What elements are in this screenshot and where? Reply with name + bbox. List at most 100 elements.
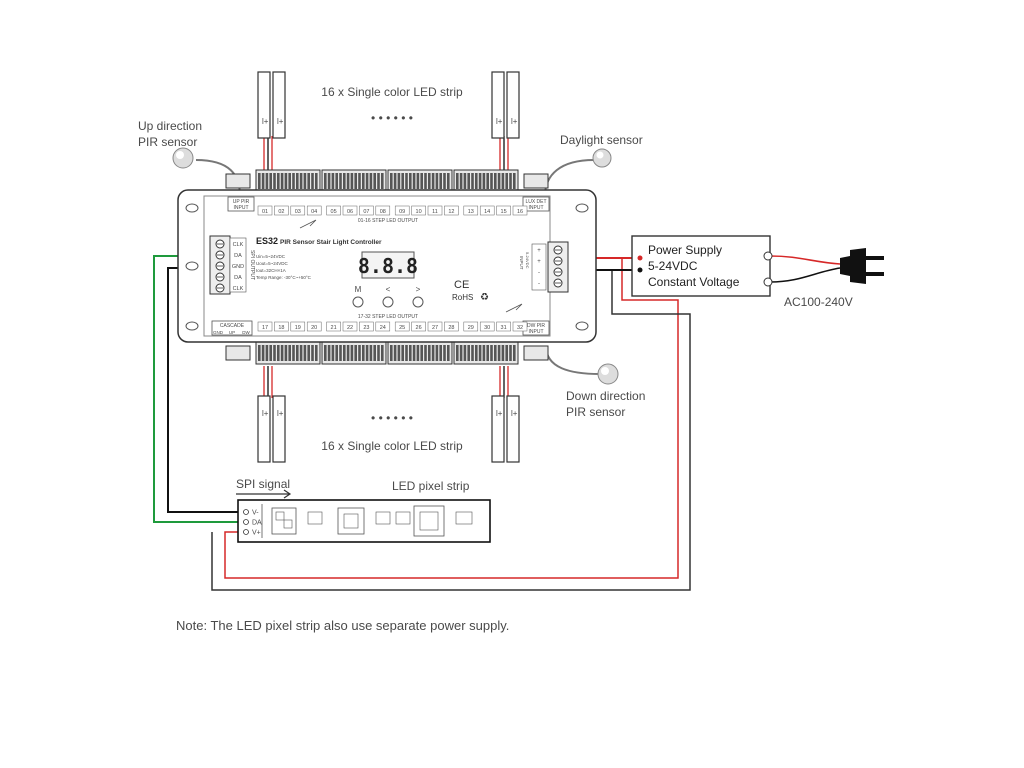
note-text: Note: The LED pixel strip also use separ… [176,618,509,633]
ps-line-3: Constant Voltage [648,275,740,289]
terminal-pin [350,345,354,361]
terminal-pin [288,345,291,361]
terminal-pin [369,345,373,361]
down-pir-label-2: PIR sensor [566,405,625,419]
up-pir-label-2: PIR sensor [138,135,197,149]
channel-label: 23 [363,325,369,331]
svg-text:UP PIR: UP PIR [233,199,250,205]
channel-label: 08 [380,209,386,215]
channel-box [257,205,273,216]
terminal-pin [463,173,467,189]
rohs-mark: RoHS [452,293,473,302]
channel-label: 10 [416,209,422,215]
sensor-connector [225,345,251,361]
terminal-pin [277,345,280,361]
up-pir-input-port: UP PIR INPUT [227,196,255,212]
terminal-pin [343,173,346,189]
terminal-pin [447,345,450,361]
channel-label: 20 [311,325,317,331]
terminal-pin [420,345,423,361]
channel-box [463,205,479,216]
button-m[interactable] [352,296,364,308]
terminal-pin [265,345,269,361]
svg-text:l+: l+ [496,117,503,126]
button-left[interactable] [382,296,394,308]
channel-label: 02 [278,209,284,215]
terminal-pin [463,345,467,361]
down-pir-cable [545,345,601,375]
terminal-pin [343,345,346,361]
svg-text:DW PIR: DW PIR [527,323,545,329]
terminal-pin [459,345,463,361]
ps-line-2: 5-24VDC [648,259,698,273]
terminal-pin [369,173,373,189]
ps-line-1: Power Supply [648,243,722,257]
channel-label: 11 [432,209,438,215]
terminal-pin [307,173,310,189]
bottom-strip-label: 16 x Single color LED strip [321,439,463,453]
terminal-pin [405,345,408,361]
terminal-pin [405,173,408,189]
channel-box [342,321,358,332]
terminal-pin [397,345,401,361]
spi-output-label: SPI OUTPUT [249,250,255,280]
svg-text:CASCADE: CASCADE [220,323,245,329]
svg-text:UP: UP [229,330,235,335]
channel-label: 07 [363,209,369,215]
terminal-pin [401,345,404,361]
svg-text:l+: l+ [277,117,284,126]
terminal-pin [296,345,299,361]
pixel-pin-dot [243,529,249,535]
terminal-pin [431,173,435,189]
pixel-pin-label: DA [252,520,262,527]
ac-label: AC100-240V [784,295,853,309]
terminal-pin [273,345,276,361]
terminal-pin [478,345,482,361]
channel-box [326,205,341,216]
terminal-pin [269,345,272,361]
led-pixel-strip-label: LED pixel strip [392,479,470,493]
down-pir-label-1: Down direction [566,389,645,403]
channel-label: 19 [295,325,301,331]
svg-text:l+: l+ [496,409,503,418]
terminal-pin [358,173,361,189]
bottom-strip-dots: • • • • • • [371,411,413,425]
terminal-pin [381,173,384,189]
terminal-pin [327,173,331,189]
terminal-pin [315,345,318,361]
channel-box [306,321,322,332]
button-right[interactable] [412,296,424,308]
channel-box [444,321,459,332]
button-left-label: < [386,285,391,294]
up-pir-sensor [172,147,194,169]
svg-text:INPUT: INPUT [234,205,249,211]
terminal-pin [428,173,431,189]
spi-pin-label: CLK [233,242,244,248]
pixel-pin-dot [243,509,249,515]
terminal-pin [501,173,505,189]
channel-label: 30 [484,325,490,331]
controller-name: PIR Sensor Stair Light Controller [280,239,382,246]
channel-box [394,205,410,216]
terminal-pin [443,345,446,361]
svg-text:INPUT: INPUT [529,329,544,335]
channel-box [306,205,322,216]
terminal-pin [296,173,299,189]
ps-out-minus [637,267,643,273]
terminal-pin [269,173,272,189]
channel-label: 15 [501,209,507,215]
channel-box [274,205,289,216]
channel-box [512,205,528,216]
svg-text:l+: l+ [277,409,284,418]
channel-box [479,205,495,216]
channel-label: 01 [262,209,268,215]
sensor-connector [225,173,251,189]
pixel-pin-label: V- [252,510,259,517]
pixel-return-wire [211,270,691,591]
terminal-pin [420,173,423,189]
terminal-pin [280,345,284,361]
ac-cable-black [769,267,841,283]
terminal-pin [307,345,310,361]
ac-plug-icon [840,248,884,284]
